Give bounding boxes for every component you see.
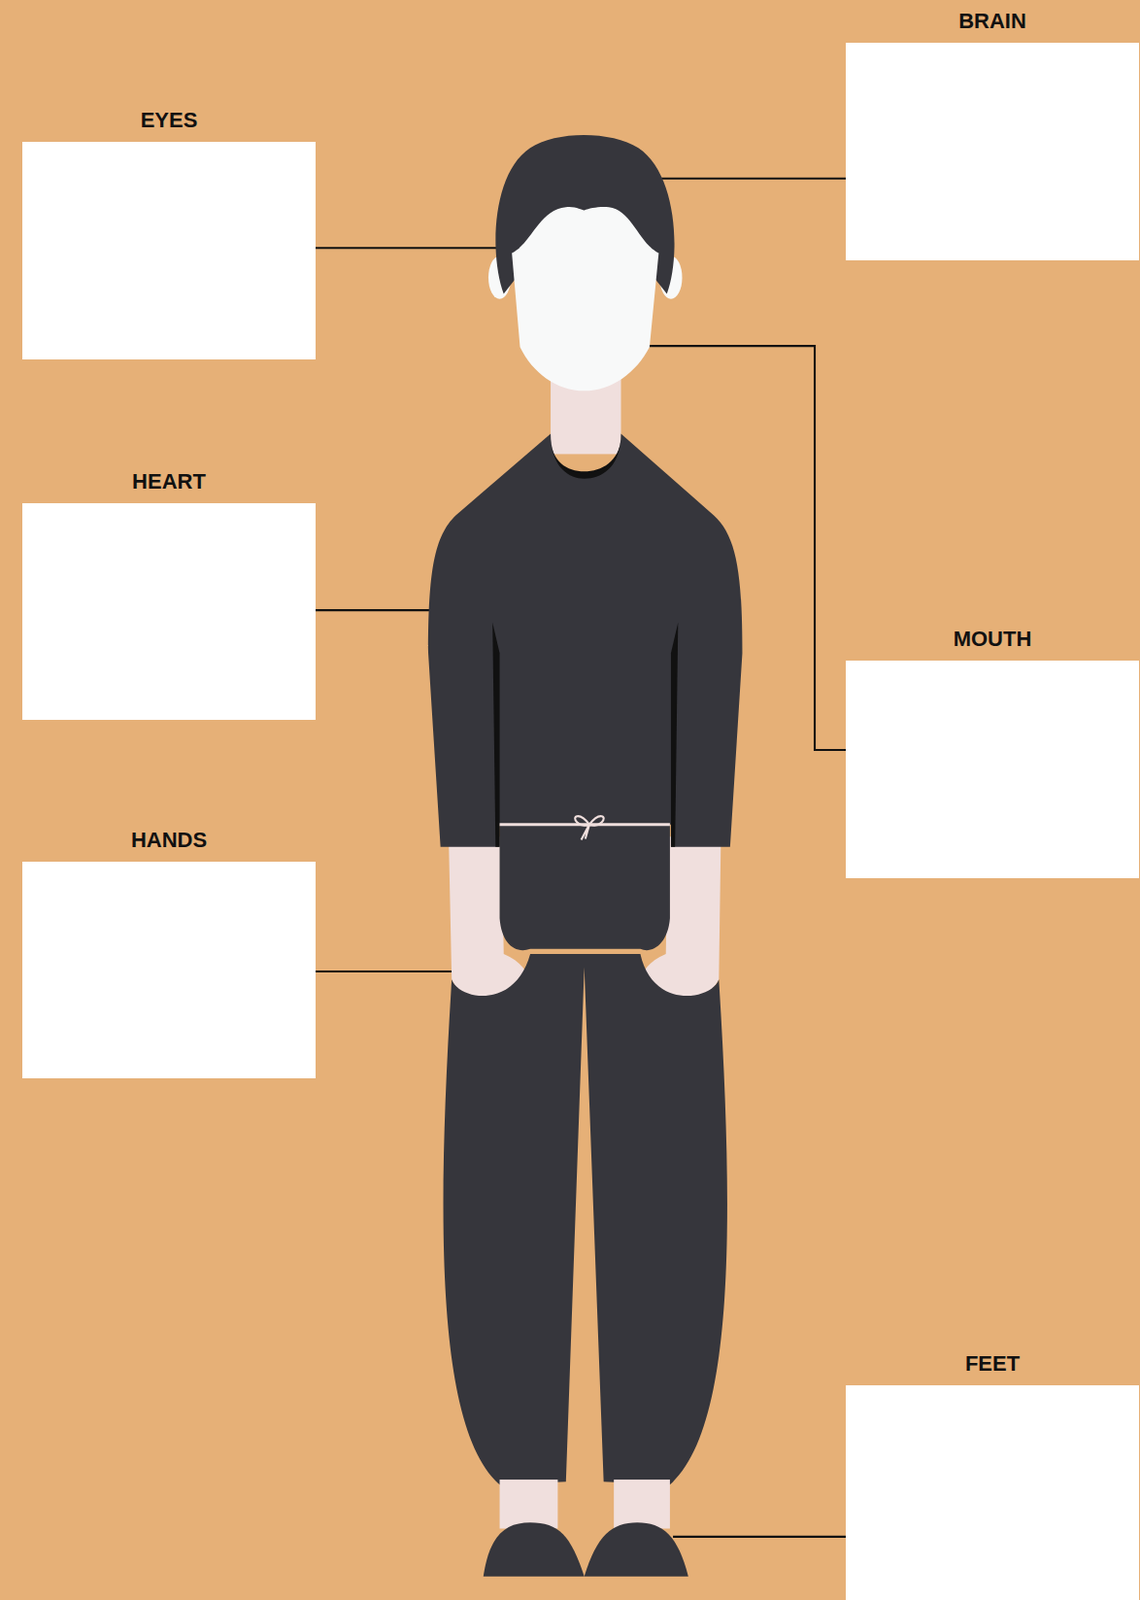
box-heading: FEET	[845, 1349, 1140, 1377]
answer-box: HANDS	[22, 861, 316, 1078]
box-heading: MOUTH	[845, 625, 1140, 653]
box-heading: HANDS	[22, 826, 316, 854]
answer-box: HEART	[22, 502, 316, 720]
box-heading: HEART	[22, 468, 316, 496]
box-heading: BRAIN	[845, 7, 1140, 35]
answer-box: MOUTH	[845, 660, 1140, 878]
answer-box: FEET	[845, 1384, 1140, 1600]
box-heading: EYES	[22, 106, 316, 135]
answer-box: EYES	[22, 141, 316, 360]
answer-box: BRAIN	[845, 42, 1140, 261]
leader-lines	[314, 178, 846, 1537]
